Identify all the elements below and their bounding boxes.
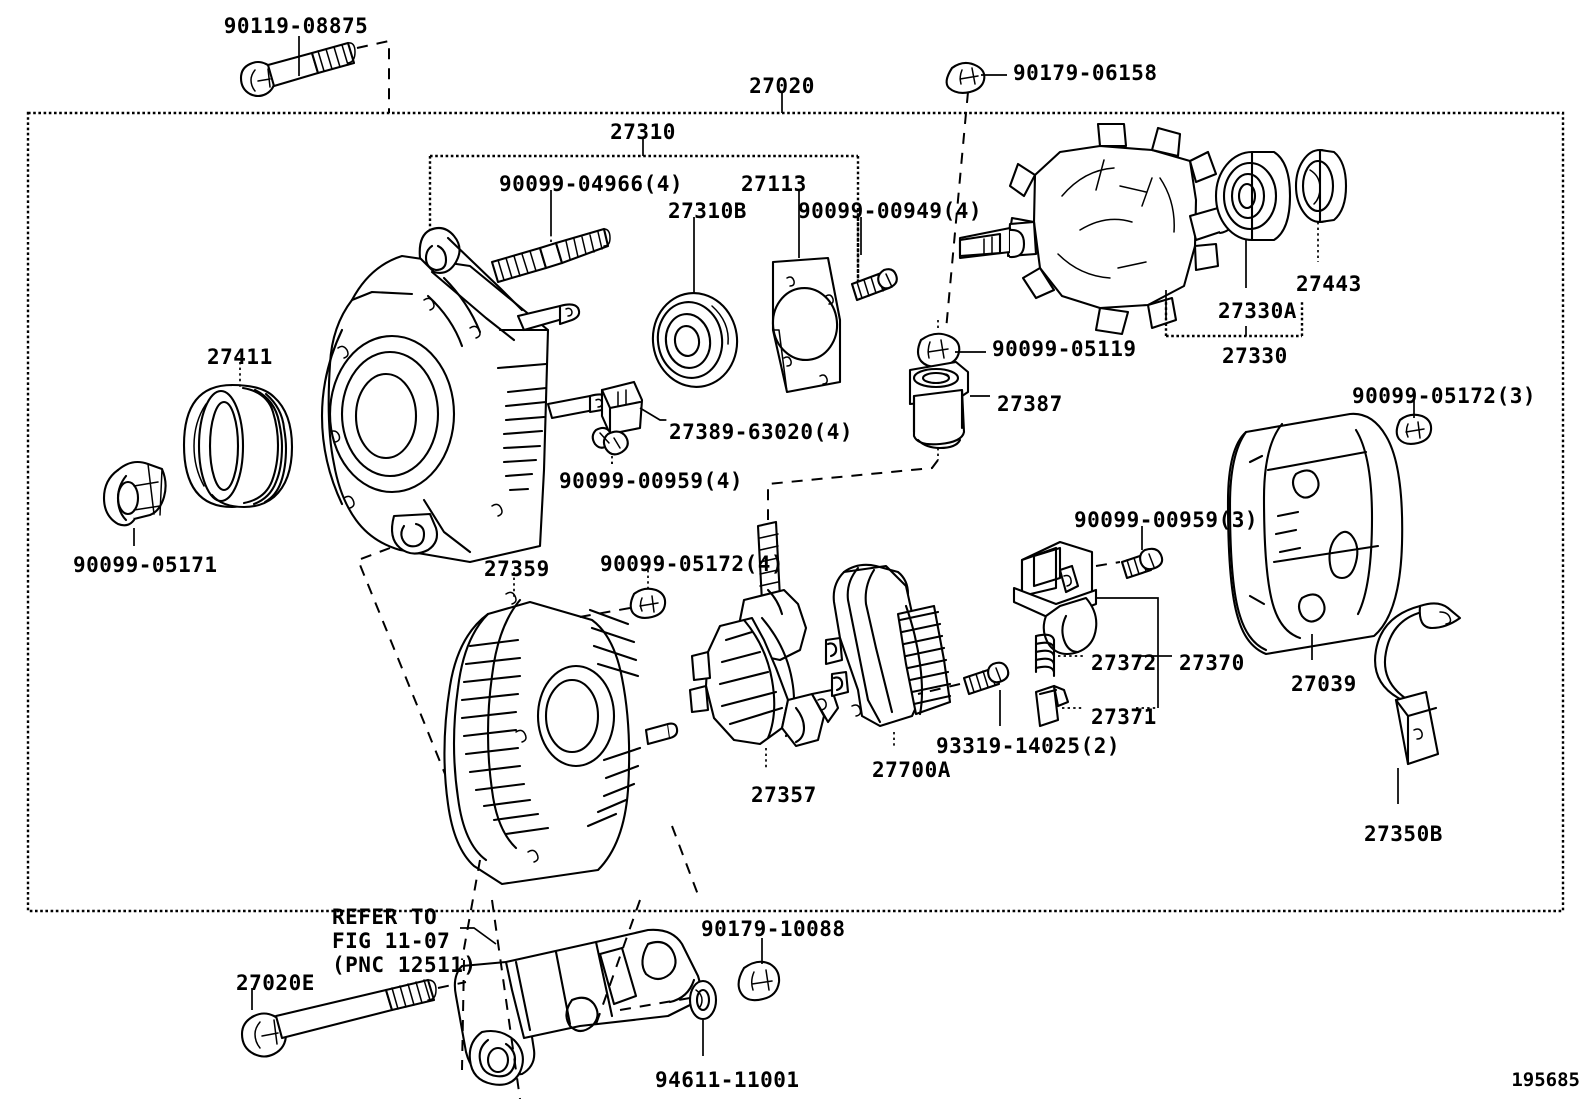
label-27330A: 27330A: [1218, 299, 1297, 323]
part-90099-04966-stud: [490, 227, 611, 284]
part-27357-rectifier: [688, 520, 840, 770]
part-90179-10088-nut: [737, 938, 781, 1002]
part-90119-08875-bolt: [239, 36, 390, 113]
part-27700A-regulator: [824, 563, 952, 748]
part-27113-retainer-plate: [771, 256, 842, 394]
part-90099-00949-screw: [850, 268, 898, 302]
label-90099-04966: 90099-04966(4): [499, 172, 684, 196]
part-94611-11001-washer: [619, 979, 718, 1056]
label-refer-line-1: REFER TO: [332, 905, 438, 929]
label-refer-line-2: FIG 11-07: [332, 929, 451, 953]
part-27330-rotor: [958, 122, 1234, 336]
label-27389-63020: 27389-63020(4): [669, 420, 854, 444]
callout-bracket-27330: [1164, 300, 1304, 338]
label-90099-05172-3: 90099-05172(3): [1352, 384, 1537, 408]
part-90179-06158-nut: [945, 61, 1007, 331]
label-90099-00949: 90099-00949(4): [798, 199, 983, 223]
label-27039: 27039: [1291, 672, 1357, 696]
label-94611-11001: 94611-11001: [655, 1068, 800, 1092]
callout-bracket-27310: [428, 138, 862, 300]
label-90179-06158: 90179-06158: [1013, 61, 1158, 85]
label-27310: 27310: [610, 120, 676, 144]
part-27389-63020-insulator: [600, 380, 668, 436]
part-27359-rear-end-frame: [443, 572, 679, 886]
label-27387: 27387: [997, 392, 1063, 416]
label-27372: 27372: [1091, 651, 1157, 675]
part-27372-brush-spring: [1034, 633, 1084, 678]
label-27359: 27359: [484, 557, 550, 581]
part-90099-05172-nut-3: [1395, 400, 1433, 445]
label-90099-00959-3: 90099-00959(3): [1074, 508, 1259, 532]
part-90099-00959-screw-4: [591, 426, 629, 464]
part-27370-brush-holder: [1012, 540, 1172, 728]
part-bracket-pnc-12511: [453, 825, 702, 1099]
diagram-frame: [26, 111, 1565, 913]
part-27350B-lead-wire: [1374, 602, 1462, 804]
part-27310B-bearing: [651, 292, 739, 388]
label-90099-00959-4: 90099-00959(4): [559, 469, 744, 493]
part-27411-pulley: [182, 362, 294, 509]
label-27020: 27020: [749, 74, 815, 98]
part-90099-00959-screw-3: [1095, 526, 1164, 580]
part-93319-14025-screw: [917, 661, 1010, 726]
label-90119-08875: 90119-08875: [223, 14, 369, 38]
label-27443: 27443: [1296, 272, 1362, 296]
label-27370: 27370: [1179, 651, 1245, 675]
part-27387-terminal-cap: [767, 360, 990, 520]
diagram-id-number: 195685: [1511, 1069, 1580, 1091]
part-90099-05119-nut: [916, 320, 986, 368]
label-90179-10088: 90179-10088: [701, 917, 846, 941]
label-27411: 27411: [207, 345, 273, 369]
label-90099-05172-4: 90099-05172(4): [600, 552, 785, 576]
part-27039-rear-cover: [1226, 412, 1404, 660]
label-27330: 27330: [1222, 344, 1288, 368]
label-27357: 27357: [751, 783, 817, 807]
part-90099-05172-nut-4: [573, 570, 667, 619]
label-27350B: 27350B: [1364, 822, 1443, 846]
label-27113: 27113: [741, 172, 807, 196]
label-27020E: 27020E: [236, 971, 315, 995]
label-27700A: 27700A: [872, 758, 951, 782]
label-90099-05119: 90099-05119: [992, 337, 1137, 361]
label-93319-14025: 93319-14025(2): [936, 734, 1121, 758]
part-27371-brush: [1034, 684, 1084, 728]
label-90099-05171: 90099-05171: [73, 553, 218, 577]
label-refer-line-3: (PNC 12511): [332, 953, 477, 977]
label-27371: 27371: [1091, 705, 1157, 729]
part-27020E-through-bolt: [240, 978, 467, 1058]
part-90099-05171-nut: [102, 460, 167, 546]
label-27310B: 27310B: [668, 199, 747, 223]
part-27330A-bearing: [1214, 150, 1292, 288]
part-27310-drive-end-frame: [320, 226, 611, 861]
part-27443-cover: [1294, 148, 1348, 262]
